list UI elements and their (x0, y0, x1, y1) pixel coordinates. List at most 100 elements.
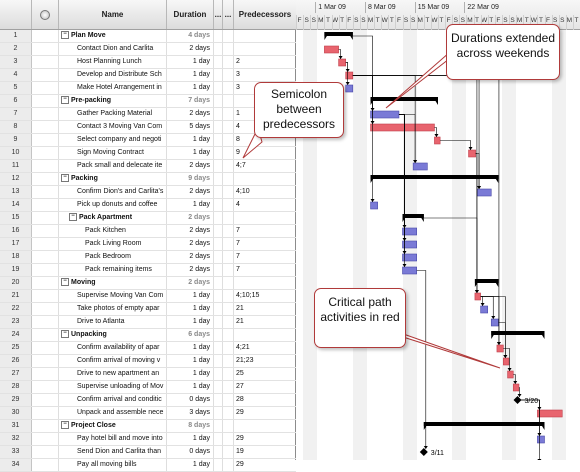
dependency-arrowhead[interactable] (434, 134, 439, 137)
dependency-arrowhead[interactable] (517, 394, 522, 397)
dependency-link[interactable] (440, 140, 471, 151)
hidden-cell-1[interactable] (214, 316, 223, 328)
task-name-cell[interactable]: Sign Moving Contract (59, 147, 167, 159)
predecessors-cell[interactable]: 7 (236, 227, 240, 234)
predecessors-cell[interactable] (234, 420, 296, 432)
predecessors-cell[interactable]: 21 (236, 318, 244, 325)
duration-cell[interactable]: 4 days (167, 30, 214, 42)
task-bar[interactable] (370, 110, 400, 119)
predecessors-cell[interactable]: 29 (236, 435, 244, 442)
hidden-cell-1[interactable] (214, 381, 223, 393)
hidden-cell-2[interactable] (223, 95, 234, 107)
duration-cell[interactable]: 1 day (167, 199, 214, 211)
duration-cell[interactable]: 1 day (167, 69, 214, 81)
duration-cell[interactable]: 1 day (167, 368, 214, 380)
hidden-cell-1[interactable] (214, 420, 223, 432)
dependency-arrowhead[interactable] (423, 446, 428, 449)
duration-cell[interactable]: 1 day (167, 355, 214, 367)
summary-bar[interactable] (423, 422, 545, 426)
hidden-cell-1[interactable] (214, 108, 223, 120)
hidden-column-header-1[interactable]: ... (214, 0, 223, 29)
hidden-cell-2[interactable] (223, 277, 234, 289)
critical-task-bar[interactable] (434, 136, 441, 145)
task-name-cell[interactable]: Pick up donuts and coffee (59, 199, 167, 211)
summary-bar-start-cap[interactable] (474, 279, 480, 287)
task-name-cell[interactable]: Pay all moving bills (59, 459, 167, 471)
task-bar[interactable] (490, 318, 499, 327)
task-name-cell[interactable]: −Pack Apartment (59, 212, 167, 224)
task-bar[interactable] (402, 253, 417, 262)
task-name-cell[interactable]: Supervise Moving Van Com (59, 290, 167, 302)
dependency-link[interactable] (345, 62, 348, 86)
dependency-link[interactable] (352, 75, 373, 203)
hidden-cell-2[interactable] (223, 329, 234, 341)
dependency-link[interactable] (352, 75, 480, 190)
dependency-link[interactable] (338, 49, 341, 60)
row-number[interactable]: 13 (0, 186, 32, 198)
task-bar[interactable] (537, 435, 545, 444)
summary-bar-end-cap[interactable] (539, 331, 545, 339)
dependency-arrowhead[interactable] (345, 82, 350, 85)
dependency-arrowhead[interactable] (491, 316, 496, 319)
task-name-cell[interactable]: Develop and Distribute Sch (59, 69, 167, 81)
dependency-arrowhead[interactable] (338, 56, 343, 59)
task-name-cell[interactable]: −Plan Move (59, 30, 167, 42)
predecessors-cell[interactable]: 1 (236, 110, 240, 117)
summary-bar[interactable] (474, 279, 499, 283)
predecessors-cell[interactable] (234, 212, 296, 224)
predecessors-cell[interactable]: 8 (236, 136, 240, 143)
row-number[interactable]: 34 (0, 459, 32, 471)
hidden-cell-1[interactable] (214, 56, 223, 68)
row-number-header[interactable] (0, 0, 32, 29)
predecessors-cell[interactable] (234, 30, 296, 42)
dependency-arrowhead[interactable] (513, 381, 518, 384)
predecessors-cell[interactable]: 4;7 (236, 162, 246, 169)
critical-task-bar[interactable] (537, 409, 563, 418)
duration-cell[interactable]: 2 days (167, 160, 214, 172)
hidden-cell-1[interactable] (214, 121, 223, 133)
dependency-link[interactable] (352, 75, 373, 125)
row-number[interactable]: 11 (0, 160, 32, 172)
hidden-cell-1[interactable] (214, 277, 223, 289)
hidden-cell-1[interactable] (214, 407, 223, 419)
hidden-cell-1[interactable] (214, 238, 223, 250)
task-name-cell[interactable]: Confirm arrival of moving v (59, 355, 167, 367)
duration-cell[interactable]: 1 day (167, 459, 214, 471)
hidden-cell-2[interactable] (223, 69, 234, 81)
summary-bar-start-cap[interactable] (402, 214, 408, 222)
milestone-date-label[interactable]: 3/20 (525, 398, 539, 405)
duration-cell[interactable]: 1 day (167, 147, 214, 159)
summary-bar[interactable] (324, 32, 353, 36)
predecessors-cell[interactable] (234, 277, 296, 289)
task-name-cell[interactable]: Pack small and delecate ite (59, 160, 167, 172)
hidden-cell-2[interactable] (223, 420, 234, 432)
task-bar[interactable] (402, 227, 417, 236)
indicators-header[interactable] (32, 0, 59, 29)
summary-bar-end-cap[interactable] (539, 422, 545, 430)
hidden-cell-1[interactable] (214, 303, 223, 315)
duration-cell[interactable]: 2 days (167, 225, 214, 237)
row-number[interactable]: 1 (0, 30, 32, 42)
task-name-cell[interactable]: Confirm availability of apar (59, 342, 167, 354)
dependency-link[interactable] (352, 75, 416, 164)
task-bar[interactable] (370, 201, 378, 210)
hidden-cell-2[interactable] (223, 225, 234, 237)
row-number[interactable]: 29 (0, 394, 32, 406)
row-number[interactable]: 7 (0, 108, 32, 120)
hidden-cell-1[interactable] (214, 342, 223, 354)
duration-cell[interactable]: 8 days (167, 420, 214, 432)
duration-cell[interactable]: 1 day (167, 134, 214, 146)
dependency-arrowhead[interactable] (477, 186, 482, 189)
predecessors-cell[interactable]: 7 (236, 266, 240, 273)
